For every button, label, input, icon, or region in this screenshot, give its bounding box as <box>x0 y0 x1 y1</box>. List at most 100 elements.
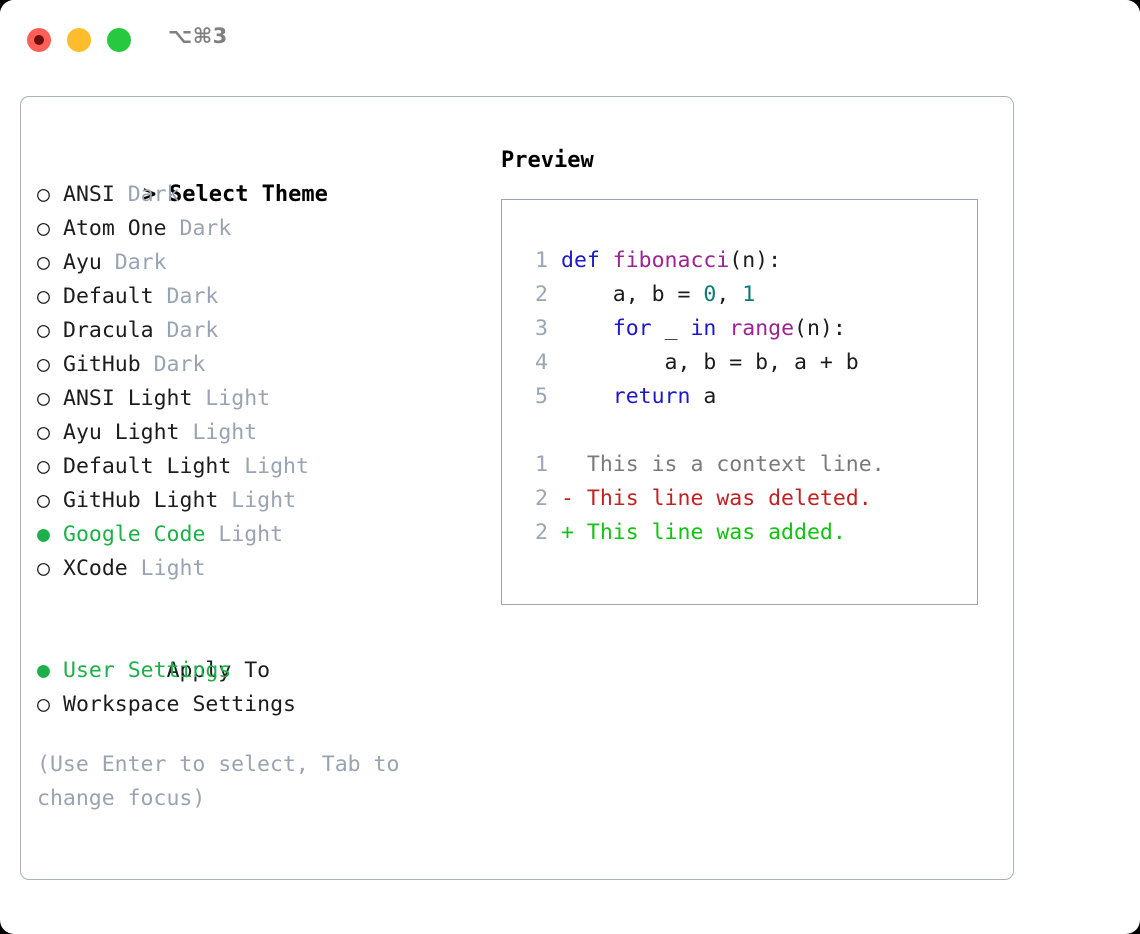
select-theme-heading: >Select Theme <box>37 144 487 207</box>
theme-name-label: GitHub <box>63 352 141 377</box>
apply-to-label: Workspace Settings <box>63 692 296 717</box>
theme-variant-label: Light <box>205 522 284 547</box>
code-line: 1 def fibonacci(n): <box>502 244 977 278</box>
theme-list-item[interactable]: ● Google Code Light <box>37 518 487 552</box>
title-bar: ⌥⌘3 <box>0 0 1140 78</box>
theme-variant-label: Light <box>231 454 309 479</box>
theme-variant-label: Dark <box>140 352 206 377</box>
apply-to-list[interactable]: ● User Settings ○ Workspace Settings <box>37 654 487 722</box>
code-token: This is a context line. <box>561 452 885 477</box>
radio-unselected-icon: ○ <box>37 692 50 717</box>
theme-list-item[interactable]: ○GitHub Light Light <box>37 484 487 518</box>
theme-name-label: Ayu Light <box>63 420 180 445</box>
theme-name-label: Atom One <box>63 216 167 241</box>
theme-list-item[interactable]: ○ Default Dark <box>37 280 487 314</box>
code-line: 4 a, b = b, a + b <box>502 346 977 380</box>
diff-line: 1 This is a context line. <box>502 448 977 482</box>
keyboard-hint-text: (Use Enter to select, Tab to change focu… <box>37 752 400 811</box>
line-number: 2 <box>535 520 548 545</box>
theme-list-item[interactable]: ○ ANSI Dark <box>37 178 487 212</box>
apply-to-list-item[interactable]: ○ Workspace Settings <box>37 688 487 722</box>
theme-list-item[interactable]: ○Ayu Dark <box>37 246 487 280</box>
theme-list-item[interactable]: ○XCode Light <box>37 552 487 586</box>
theme-list-item[interactable]: ○ ANSI Light Light <box>37 382 487 416</box>
code-line: 3 for _ in range(n): <box>502 312 977 346</box>
code-token: 1 <box>742 282 756 307</box>
code-token: - This line was deleted. <box>561 486 872 511</box>
theme-variant-label: Light <box>192 386 271 411</box>
close-window-button[interactable] <box>27 28 51 52</box>
theme-name-label: Google Code <box>63 522 206 547</box>
code-line: 2 a, b = 0, 1 <box>502 278 977 312</box>
radio-unselected-icon: ○ <box>37 352 50 377</box>
theme-list-item[interactable]: ○Dracula Dark <box>37 314 487 348</box>
radio-unselected-icon: ○ <box>37 556 50 581</box>
code-token: range <box>729 316 795 341</box>
theme-variant-label: Dark <box>101 250 167 275</box>
code-token: + This line was added. <box>561 520 846 545</box>
line-number: 1 <box>535 248 548 273</box>
radio-selected-icon: ● <box>37 658 50 683</box>
code-token: def <box>561 248 613 273</box>
radio-unselected-icon: ○ <box>37 284 50 309</box>
theme-list-item[interactable]: ○ Ayu Light Light <box>37 416 487 450</box>
radio-unselected-icon: ○ <box>37 318 50 343</box>
apply-to-heading-label: Apply To <box>166 658 271 683</box>
code-token: fibonacci <box>612 248 730 273</box>
code-token <box>716 316 729 341</box>
code-token: in <box>690 316 717 341</box>
line-number: 2 <box>535 486 548 511</box>
code-token: , <box>716 282 743 307</box>
line-number: 5 <box>535 384 548 409</box>
minimize-window-button[interactable] <box>67 28 91 52</box>
code-token: for <box>612 316 652 341</box>
theme-name-label: Default Light <box>63 454 232 479</box>
apply-to-label: User Settings <box>63 658 232 683</box>
theme-list-item[interactable]: ○ Default Light Light <box>37 450 487 484</box>
code-token: return <box>612 384 691 409</box>
theme-name-label: ANSI <box>63 182 115 207</box>
radio-unselected-icon: ○ <box>37 488 50 513</box>
line-number: 2 <box>535 282 548 307</box>
theme-list[interactable]: ○ANSI Dark○Atom One Dark○Ayu Dark○Defaul… <box>37 178 487 586</box>
prompt-caret-icon: > <box>142 182 157 207</box>
theme-variant-label: Dark <box>153 284 219 309</box>
code-token: a, b = <box>561 282 704 307</box>
radio-unselected-icon: ○ <box>37 454 50 479</box>
theme-variant-label: Light <box>127 556 206 581</box>
radio-unselected-icon: ○ <box>37 420 50 445</box>
preview-heading: Preview <box>501 148 594 173</box>
diff-sample: 1 This is a context line. 2 - This line wa… <box>502 448 977 550</box>
diff-line: 2 - This line was deleted. <box>502 482 977 516</box>
code-line: 5 return a <box>502 380 977 414</box>
radio-unselected-icon: ○ <box>37 386 50 411</box>
code-diff-spacer <box>502 414 977 448</box>
code-token: (n): <box>794 316 846 341</box>
theme-name-label: Default <box>63 284 154 309</box>
maximize-window-button[interactable] <box>107 28 131 52</box>
apply-to-list-item[interactable]: ● User Settings <box>37 654 487 688</box>
theme-variant-label: Light <box>218 488 297 513</box>
line-number: 1 <box>535 452 548 477</box>
theme-name-label: ANSI Light <box>63 386 193 411</box>
theme-list-item[interactable]: ○ GitHub Dark <box>37 348 487 382</box>
section-spacer <box>37 586 487 620</box>
code-token: 0 <box>703 282 717 307</box>
code-token: a, b = b, a + b <box>561 350 859 375</box>
theme-list-item[interactable]: ○Atom One Dark <box>37 212 487 246</box>
theme-variant-label: Light <box>179 420 258 445</box>
code-token: (n): <box>729 248 782 273</box>
theme-variant-label: Dark <box>114 182 180 207</box>
theme-name-label: Dracula <box>63 318 154 343</box>
diff-line: 2 + This line was added. <box>502 516 977 550</box>
radio-selected-icon: ● <box>37 522 50 547</box>
keyboard-shortcut-label: ⌥⌘3 <box>168 24 228 48</box>
line-number: 4 <box>535 350 548 375</box>
radio-unselected-icon: ○ <box>37 182 50 207</box>
apply-to-heading: Apply To <box>37 620 487 683</box>
code-token <box>561 316 613 341</box>
